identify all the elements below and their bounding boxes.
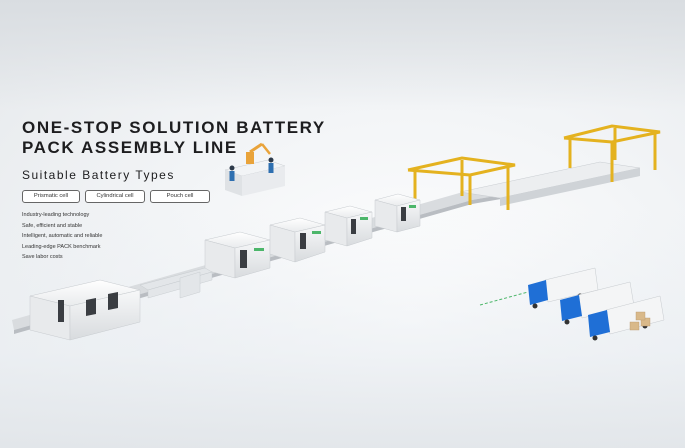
machine-unit-4 bbox=[324, 205, 373, 247]
battery-type-prismatic[interactable]: Prismatic cell bbox=[22, 190, 80, 203]
cargo-boxes bbox=[629, 311, 651, 331]
battery-types-heading: Suitable Battery Types bbox=[22, 168, 175, 182]
floor-reflection bbox=[0, 210, 685, 448]
title-line-2: PACK ASSEMBLY LINE bbox=[22, 138, 238, 157]
feature-item: Industry-leading technology bbox=[22, 212, 90, 218]
ceiling-gradient bbox=[0, 0, 685, 110]
robot-arm-icon bbox=[246, 142, 271, 164]
battery-type-pouch[interactable]: Pouch cell bbox=[150, 190, 210, 203]
page-title: ONE-STOP SOLUTION BATTERY PACK ASSEMBLY … bbox=[22, 118, 326, 158]
truck-3 bbox=[588, 295, 665, 341]
machine-unit-2 bbox=[204, 231, 271, 279]
gantry-frame-1 bbox=[407, 156, 516, 210]
gantry-frame-2 bbox=[563, 124, 661, 182]
feature-item: Save labor costs bbox=[22, 254, 63, 260]
feature-item: Leading-edge PACK benchmark bbox=[22, 243, 101, 250]
dock-path bbox=[479, 291, 529, 306]
feature-item: Safe, efficient and stable bbox=[22, 222, 83, 229]
title-line-1: ONE-STOP SOLUTION BATTERY bbox=[22, 118, 326, 137]
machine-unit-5 bbox=[374, 193, 421, 233]
robot-station bbox=[224, 142, 286, 196]
worker-icon bbox=[229, 157, 274, 181]
feature-list: Industry-leading technology Safe, effici… bbox=[22, 210, 102, 263]
transfer-modules bbox=[139, 267, 213, 299]
machine-unit-1 bbox=[29, 279, 141, 341]
machine-unit-3 bbox=[269, 217, 326, 263]
conveyor-upper bbox=[459, 161, 641, 206]
feature-item: Intelligent, automatic and reliable bbox=[22, 233, 103, 239]
battery-type-cylindrical[interactable]: Cylindrical cell bbox=[85, 190, 145, 203]
